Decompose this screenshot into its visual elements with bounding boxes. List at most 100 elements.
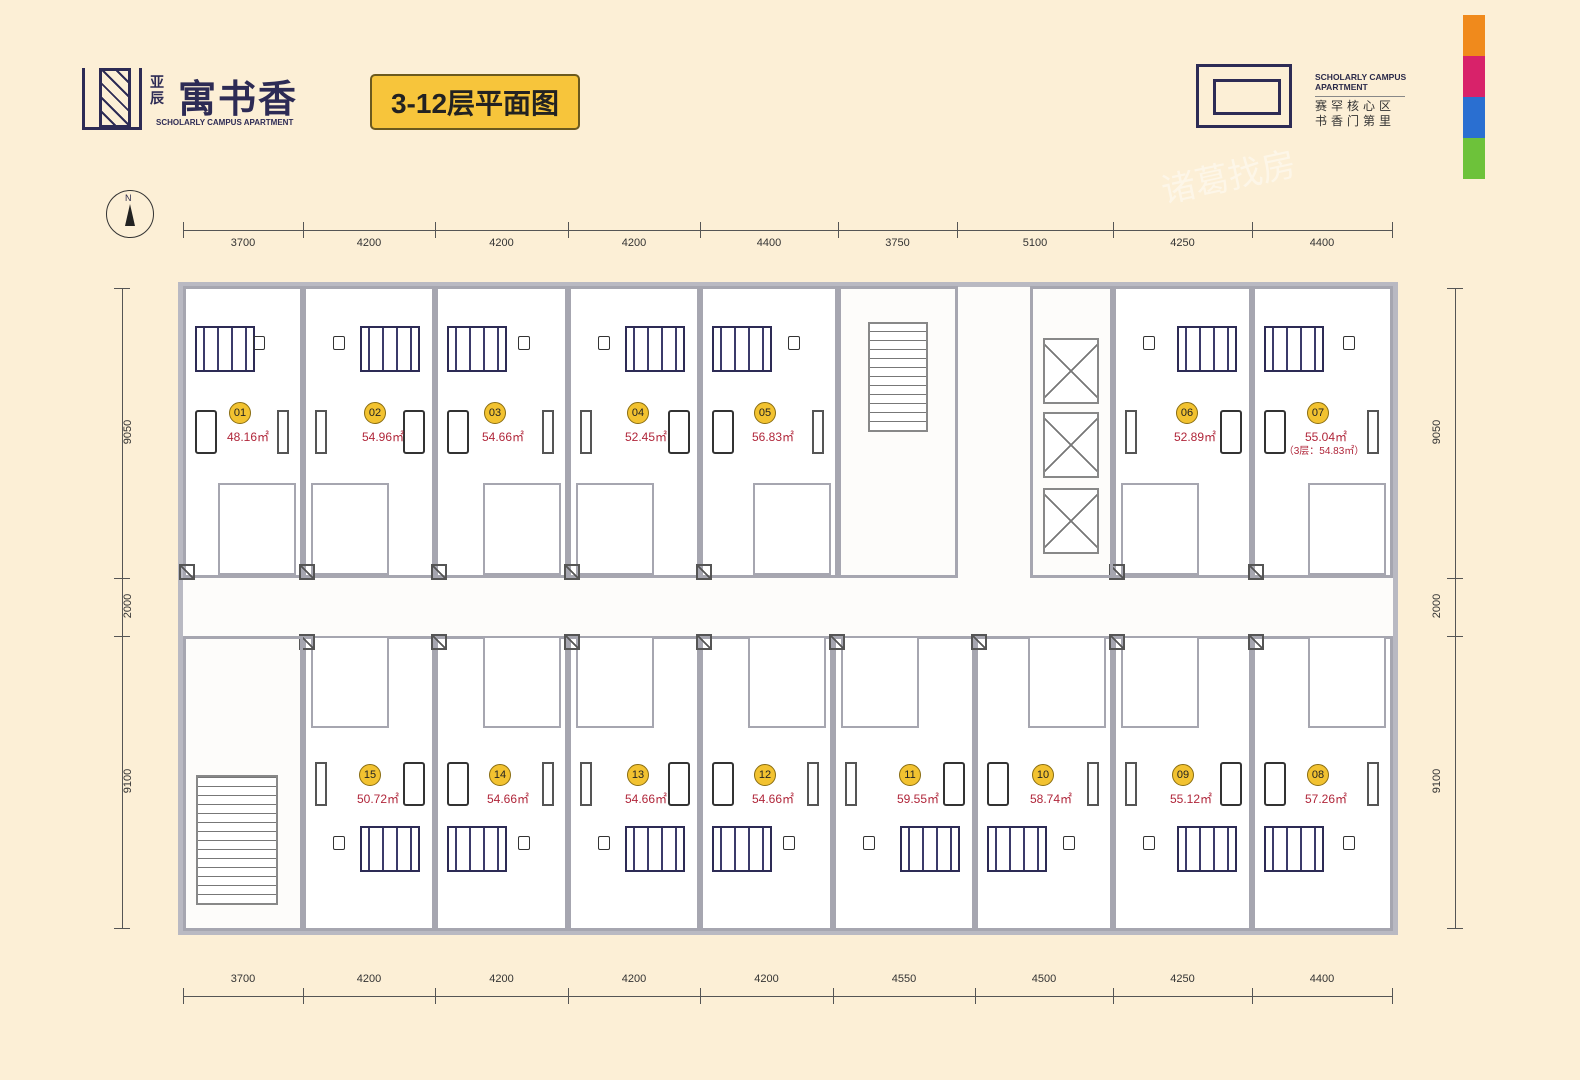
dimension-label: 4500 — [1031, 973, 1057, 985]
unit-area: 59.55㎡ — [896, 792, 940, 806]
right-logo-divider — [1315, 96, 1405, 97]
unit-area: 58.74㎡ — [1029, 792, 1073, 806]
dimension-tick — [183, 222, 184, 238]
dimension-label: 9050 — [1431, 419, 1444, 445]
unit-area: 56.83㎡ — [751, 430, 795, 444]
bed-icon — [625, 826, 685, 872]
unit-number-badge: 08 — [1307, 764, 1329, 786]
dimension-tick — [1447, 928, 1463, 929]
chair-icon — [333, 836, 345, 850]
dimension-tick — [114, 928, 130, 929]
elevator-core — [1030, 286, 1113, 578]
dimension-label: 4250 — [1170, 237, 1195, 249]
chair-icon — [1143, 836, 1155, 850]
bathroom — [748, 636, 826, 728]
dimension-label: 4400 — [1309, 237, 1335, 249]
color-strip-segment — [1463, 97, 1485, 138]
sofa-icon — [712, 761, 734, 806]
bed-icon — [712, 326, 772, 372]
elevator-icon — [1043, 338, 1099, 404]
bathroom — [483, 636, 561, 728]
chair-icon — [598, 836, 610, 850]
dimension-tick — [1392, 222, 1393, 238]
color-strip-segment — [1463, 15, 1485, 56]
dimension-tick — [1113, 222, 1114, 238]
unit-number-badge: 10 — [1032, 764, 1054, 786]
desk-icon — [812, 410, 824, 454]
dimension-label: 4200 — [356, 973, 382, 985]
dimension-tick — [833, 988, 834, 1004]
sofa-icon — [195, 410, 217, 454]
sofa-icon — [1264, 410, 1286, 454]
dimension-label: 4400 — [756, 237, 782, 249]
bathroom — [1308, 636, 1386, 728]
unit-number-badge: 01 — [229, 402, 251, 424]
unit-number-badge: 07 — [1307, 402, 1329, 424]
desk-icon — [277, 410, 289, 454]
bed-icon — [447, 326, 507, 372]
sofa-icon — [1264, 761, 1286, 806]
desk-icon — [542, 410, 554, 454]
bathroom — [311, 483, 389, 575]
chair-icon — [518, 836, 530, 850]
dimension-tick — [1392, 988, 1393, 1004]
dimension-label: 4200 — [356, 237, 382, 249]
unit-area: 52.89㎡ — [1173, 430, 1217, 444]
desk-icon — [1125, 761, 1137, 806]
dimension-label: 4400 — [1309, 973, 1335, 985]
sofa-icon — [987, 761, 1009, 806]
unit-number-badge: 05 — [754, 402, 776, 424]
unit-number-badge: 11 — [899, 764, 921, 786]
right-logo-english: SCHOLARLY CAMPUS APARTMENT — [1315, 72, 1407, 92]
elevator-icon — [1043, 412, 1099, 478]
unit-number-badge: 14 — [489, 764, 511, 786]
dimension-tick — [1447, 578, 1463, 579]
dimension-tick — [700, 222, 701, 238]
brand-prefix: 亚辰 — [150, 74, 164, 106]
book-logo-icon — [1196, 64, 1292, 128]
unit-area: 54.66㎡ — [624, 792, 668, 806]
dimension-label: 4550 — [891, 973, 917, 985]
dimension-label: 2000 — [122, 593, 135, 619]
color-strip — [1463, 15, 1485, 179]
column-icon — [696, 634, 712, 650]
chair-icon — [783, 836, 795, 850]
dimension-tick — [114, 578, 130, 579]
dimension-line — [183, 230, 1392, 231]
unit-number-badge: 06 — [1176, 402, 1198, 424]
dimension-tick — [975, 988, 976, 1004]
bathroom — [1028, 636, 1106, 728]
bathroom — [1121, 636, 1199, 728]
sofa-icon — [447, 410, 469, 454]
column-icon — [829, 634, 845, 650]
unit-area: 52.45㎡ — [624, 430, 668, 444]
chair-icon — [518, 336, 530, 350]
brand-name: 寓书香 — [178, 79, 299, 121]
right-logo-cn-2: 书香门第里 — [1315, 114, 1396, 128]
desk-icon — [580, 410, 592, 454]
dimension-tick — [183, 988, 184, 1004]
column-icon — [971, 634, 987, 650]
bed-icon — [360, 826, 420, 872]
dimension-tick — [1447, 288, 1463, 289]
brand-logo-mark — [82, 68, 142, 130]
bed-icon — [195, 326, 255, 372]
dimension-label: 2000 — [1431, 593, 1444, 619]
unit-area: 54.66㎡ — [486, 792, 530, 806]
chair-icon — [598, 336, 610, 350]
desk-icon — [1367, 761, 1379, 806]
bathroom — [218, 483, 296, 575]
watermark: 诸葛找房 — [1158, 145, 1300, 211]
chair-icon — [253, 336, 265, 350]
desk-icon — [807, 761, 819, 806]
column-icon — [1248, 564, 1264, 580]
sofa-icon — [668, 410, 690, 454]
bed-icon — [900, 826, 960, 872]
bathroom — [753, 483, 831, 575]
staircase-icon — [196, 775, 278, 905]
desk-icon — [1087, 761, 1099, 806]
unit-area-note: （3层：54.83㎡） — [1283, 446, 1365, 457]
dimension-tick — [1447, 636, 1463, 637]
brand-english: SCHOLARLY CAMPUS APARTMENT — [156, 118, 294, 127]
chair-icon — [1143, 336, 1155, 350]
